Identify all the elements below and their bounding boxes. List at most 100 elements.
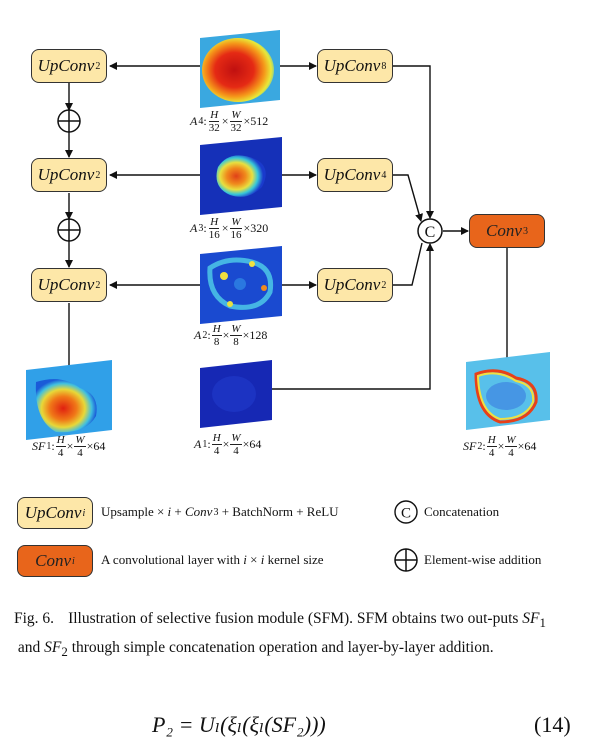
- output-name: SF: [463, 439, 477, 453]
- legend-text-part: kernel size: [264, 552, 324, 567]
- feature-subscript: 1: [202, 439, 208, 450]
- concat-symbol: [417, 218, 443, 244]
- times: ×: [242, 328, 250, 342]
- block-label: UpConv: [37, 165, 95, 184]
- legend-text-part: i: [167, 504, 172, 519]
- block-subscript: 4: [381, 169, 387, 181]
- figure-caption: Fig. 6.Illustration of selective fusion …: [14, 606, 574, 664]
- colon: :: [51, 439, 55, 453]
- fraction-den: 8: [233, 336, 239, 348]
- legend-text-part: i: [260, 552, 265, 567]
- block-label: UpConv: [37, 56, 95, 75]
- block-label: Conv: [486, 221, 522, 240]
- block-label: UpConv: [323, 56, 381, 75]
- colon: :: [203, 114, 207, 128]
- fraction-den: 4: [213, 445, 220, 457]
- feature-name: A: [194, 437, 202, 451]
- channels: 128: [249, 328, 268, 342]
- block-label: UpConv: [323, 275, 381, 294]
- feature-subscript: 3: [198, 223, 204, 234]
- times: ×: [497, 439, 505, 453]
- feature-subscript: 4: [198, 116, 204, 127]
- legend-text-part: A convolutional layer with: [101, 552, 244, 567]
- fraction-num: H: [209, 216, 220, 229]
- legend-text-part: 3: [213, 506, 219, 518]
- times: ×: [221, 221, 229, 235]
- channels: 64: [249, 437, 262, 451]
- feature-heatmap-a3: [200, 137, 282, 215]
- fraction-num: H: [209, 109, 220, 122]
- block-label: Conv: [35, 551, 72, 570]
- channels: 512: [250, 114, 269, 128]
- legend-text-part: i: [243, 552, 247, 567]
- output-heatmap-sf2: [466, 352, 550, 430]
- times: ×: [86, 439, 94, 453]
- legend-text-part: Conv: [185, 504, 213, 519]
- legend-add-icon: [394, 548, 418, 572]
- block-subscript: 2: [95, 60, 101, 72]
- add-symbol-1: [57, 109, 81, 133]
- caption-text: and: [14, 639, 45, 657]
- feature-subscript: 2: [202, 330, 208, 341]
- legend-text-part: + BatchNorm + ReLU: [218, 504, 339, 519]
- caption-math: SF: [522, 610, 540, 627]
- times: ×: [243, 114, 251, 128]
- fraction-den: 8: [213, 336, 220, 348]
- block-subscript: 2: [95, 169, 101, 181]
- output-subscript: 2: [477, 441, 483, 452]
- feature-name: A: [194, 328, 202, 342]
- legend-add-label: Element-wise addition: [424, 552, 542, 567]
- caption-math: SF: [44, 639, 62, 657]
- fraction-num: W: [230, 432, 242, 445]
- fraction-num: H: [55, 434, 66, 447]
- block-subscript: i: [72, 555, 75, 567]
- add-symbol-2: [57, 218, 81, 242]
- feature-heatmap-a1: [200, 360, 272, 428]
- times: ×: [517, 439, 525, 453]
- block-subscript: 2: [381, 279, 387, 291]
- caption-text: Illustration of selective fusion module …: [68, 610, 523, 627]
- output-heatmap-sf1: [26, 360, 112, 440]
- colon: :: [207, 328, 211, 342]
- block-subscript: i: [82, 507, 86, 519]
- block-subscript: 8: [381, 60, 387, 72]
- output-name: SF: [32, 439, 46, 453]
- fraction-den: 4: [488, 447, 495, 459]
- fraction-den: 32: [208, 122, 220, 134]
- fraction-den: 32: [230, 122, 242, 134]
- svg-text:C: C: [401, 506, 411, 522]
- legend-text-part: ×: [246, 552, 261, 567]
- arrow-up4-concat: [392, 174, 423, 222]
- fraction-num: W: [230, 323, 242, 336]
- times: ×: [222, 437, 230, 451]
- fraction-den: 16: [230, 229, 242, 241]
- legend-concat-label: Concatenation: [424, 504, 500, 519]
- caption-math-sub: 1: [539, 615, 546, 631]
- channels: 320: [250, 221, 269, 235]
- fraction-num: H: [486, 434, 497, 447]
- block-subscript: 2: [95, 279, 101, 291]
- block-label: UpConv: [37, 275, 95, 294]
- times: ×: [66, 439, 74, 453]
- times: ×: [243, 221, 251, 235]
- fraction-num: H: [211, 323, 222, 336]
- block-label: UpConv: [323, 165, 381, 184]
- fraction-num: W: [230, 109, 242, 122]
- feature-name: A: [190, 114, 198, 128]
- feature-heatmap-a2: [200, 246, 282, 324]
